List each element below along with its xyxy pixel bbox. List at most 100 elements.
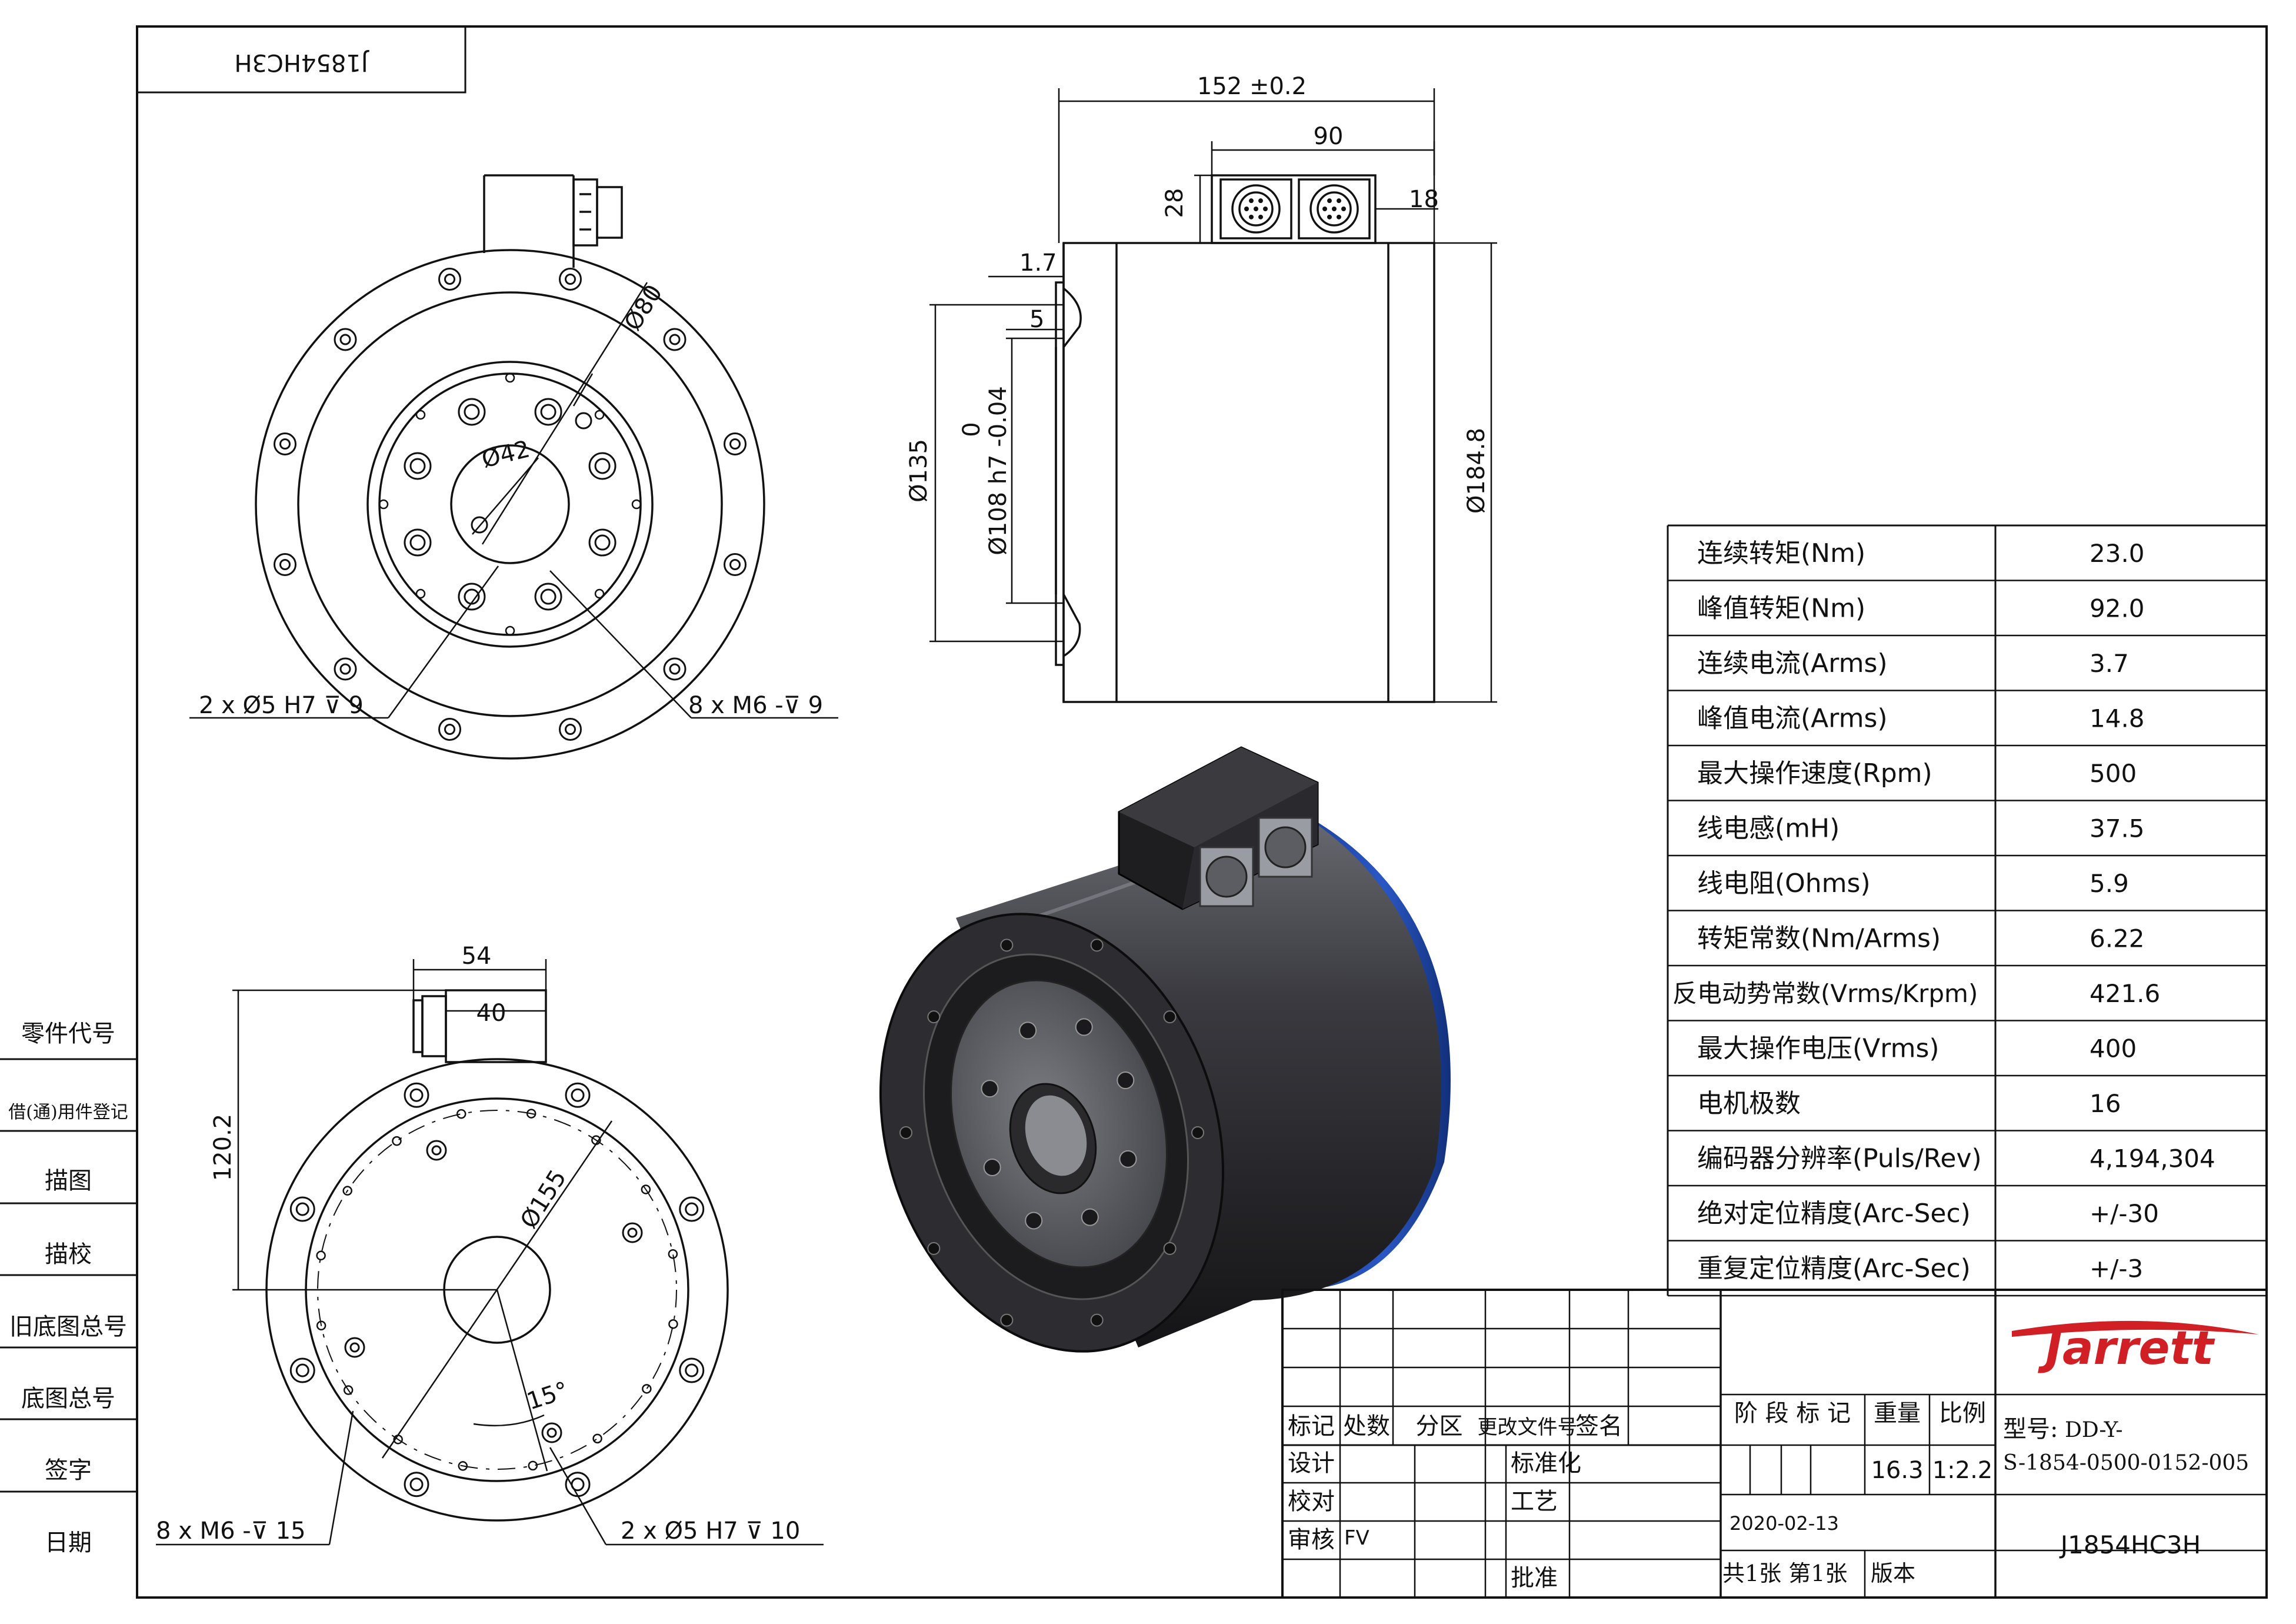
margin-label: 零件代号	[21, 1020, 115, 1047]
left-margin-table	[0, 1058, 137, 1493]
spec-value: 14.8	[2090, 704, 2145, 733]
spec-table: 连续转矩(Nm) 23.0 峰值转矩(Nm) 92.0 连续电流(Arms) 3.7 峰值电…	[1667, 524, 2267, 1297]
sign-value: FV	[1344, 1526, 1369, 1550]
spec-label: 连续转矩(Nm)	[1697, 538, 1865, 568]
spec-label: 最大操作速度(Rpm)	[1697, 758, 1932, 788]
spec-label: 连续电流(Arms)	[1697, 648, 1888, 678]
dim-step-1-7: 1.7	[1019, 249, 1057, 277]
margin-label: 签字	[45, 1457, 92, 1484]
dim-angle-15: 15°	[524, 1377, 572, 1416]
spec-label: 最大操作电压(Vrms)	[1697, 1033, 1940, 1063]
spec-label: 转矩常数(Nm/Arms)	[1697, 923, 1941, 953]
spec-label: 绝对定位精度(Arc-Sec)	[1697, 1199, 1971, 1229]
side-view-connector-pins	[1244, 198, 1346, 219]
spec-value: 500	[2090, 759, 2137, 788]
dim-h120: 120.2	[209, 1114, 236, 1182]
sign-role: 设计	[1288, 1450, 1335, 1477]
dim-d184: Ø184.8	[1463, 428, 1490, 514]
spec-value: 3.7	[2090, 649, 2129, 678]
dim-w54: 54	[462, 943, 492, 970]
dim-bottom-pins: 2 x Ø5 H7 ⊽ 10	[621, 1517, 800, 1545]
model-line2: S-1854-0500-0152-005	[2003, 1451, 2249, 1475]
spec-label: 电机极数	[1697, 1089, 1801, 1119]
sign-role: 校对	[1288, 1488, 1335, 1515]
drawing-frame	[136, 25, 2268, 1599]
spec-value: 16	[2090, 1089, 2121, 1118]
spec-value: 4,194,304	[2090, 1144, 2215, 1173]
margin-label: 旧底图总号	[9, 1313, 127, 1340]
weight-value: 16.3	[1871, 1457, 1923, 1484]
motor-3d-face-holes	[899, 939, 1204, 1327]
dim-d155: Ø155	[515, 1165, 572, 1233]
spec-value: 92.0	[2090, 594, 2145, 623]
spec-label: 线电阻(Ohms)	[1697, 868, 1871, 898]
spec-value: +/-30	[2090, 1199, 2159, 1228]
logo-text: Jarrett	[2038, 1322, 2215, 1375]
model-label: 型号:	[2003, 1416, 2058, 1443]
front-view-top-holes	[273, 267, 747, 741]
dim-d42: Ø42	[479, 435, 532, 474]
connector-render-1	[1199, 846, 1254, 907]
front-view-bottom-holes	[289, 1082, 705, 1497]
rev-header: 签名	[1575, 1413, 1622, 1440]
dim-offset-18: 18	[1409, 186, 1439, 213]
spec-label: 线电感(mH)	[1697, 813, 1840, 843]
rev-header: 处数	[1343, 1413, 1390, 1440]
margin-label: 日期	[45, 1529, 92, 1556]
sign-role: 审核	[1288, 1526, 1335, 1553]
dim-bottom-threads: 8 x M6 -⊽ 15	[156, 1517, 306, 1545]
version-label: 版本	[1871, 1560, 1915, 1586]
drawing-date: 2020-02-13	[1730, 1512, 1839, 1535]
spec-label: 峰值电流(Arms)	[1697, 703, 1888, 733]
scale-value: 1:2.2	[1932, 1457, 1993, 1484]
margin-label: 底图总号	[21, 1385, 115, 1412]
weight-label: 重量	[1874, 1400, 1921, 1427]
part-number: J1854HC3H	[2059, 1530, 2201, 1559]
dim-length-152: 152 ±0.2	[1197, 73, 1307, 100]
connector-render-2	[1258, 817, 1313, 878]
spec-value: 400	[2090, 1034, 2137, 1063]
dim-top-threads: 8 x M6 -⊽ 9	[688, 692, 823, 719]
dim-w40: 40	[476, 1000, 506, 1027]
dim-connector-90: 90	[1314, 123, 1344, 150]
spec-label: 重复定位精度(Arc-Sec)	[1697, 1253, 1971, 1283]
dim-top-pins: 2 x Ø5 H7 ⊽ 9	[199, 692, 364, 719]
spec-value: 6.22	[2090, 924, 2145, 953]
spec-value: 421.6	[2090, 979, 2160, 1008]
side-view-dimension-lines	[929, 88, 1497, 703]
dim-tol-upper: 0	[958, 422, 985, 437]
spec-value: 23.0	[2090, 539, 2145, 568]
front-view-top-leaders	[189, 282, 838, 719]
rev-header: 更改文件号	[1478, 1416, 1578, 1439]
sign-role-mid: 工艺	[1511, 1488, 1558, 1515]
jarrett-logo: Jarrett	[2012, 1320, 2259, 1375]
side-view	[1055, 174, 1435, 703]
rev-header: 标记	[1288, 1413, 1335, 1440]
dim-connector-28: 28	[1161, 188, 1188, 218]
title-block-grid	[1281, 1289, 2268, 1599]
stage-mark-label: 阶 段 标 记	[1734, 1400, 1851, 1427]
margin-label: 描图	[45, 1167, 92, 1194]
revision-headers: 标记处数分区更改文件号签名	[1288, 1413, 1622, 1440]
sheet-count: 共1张 第1张	[1722, 1560, 1847, 1586]
spec-label: 峰值转矩(Nm)	[1697, 593, 1865, 623]
dim-d108: Ø108 h7 -0.04	[985, 386, 1012, 555]
sign-role-mid: 标准化	[1511, 1450, 1581, 1477]
front-view-bottom	[265, 989, 729, 1522]
margin-label: 描校	[45, 1241, 92, 1268]
model-line1: DD-Y-	[2065, 1418, 2123, 1442]
mirrored-part-label: J1854HC3H	[234, 49, 369, 76]
rev-header: 分区	[1416, 1413, 1463, 1440]
scale-label: 比例	[1939, 1400, 1986, 1427]
spec-value: +/-3	[2090, 1254, 2143, 1283]
dim-d135: Ø135	[905, 439, 932, 502]
motor-3d-render	[879, 746, 1451, 1353]
spec-value: 5.9	[2090, 869, 2129, 898]
spec-label: 编码器分辨率(Puls/Rev)	[1697, 1143, 1982, 1173]
spec-label: 反电动势常数(Vrms/Krpm)	[1672, 979, 1978, 1008]
spec-value: 37.5	[2090, 814, 2145, 843]
dim-step-5: 5	[1029, 306, 1044, 333]
